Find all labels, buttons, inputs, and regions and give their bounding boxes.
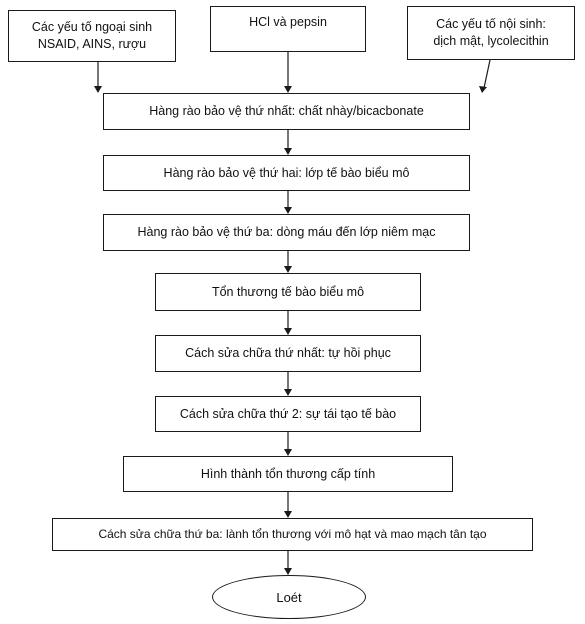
arrow-second-repair-to-acute-lesion (284, 432, 292, 456)
acid-pepsin-box: HCl và pepsin (210, 6, 366, 52)
third-repair-label: Cách sửa chữa thứ ba: lành tổn thương vớ… (98, 527, 487, 542)
second-repair-box: Cách sửa chữa thứ 2: sự tái tạo tế bào (155, 396, 421, 432)
arrow-acute-lesion-to-third-repair (284, 492, 292, 518)
ulcer-label: Loét (276, 589, 302, 605)
first-repair-label: Cách sửa chữa thứ nhất: tự hồi phục (185, 346, 391, 361)
ulcer-oval: Loét (212, 575, 366, 619)
arrow-third-repair-to-ulcer (284, 551, 292, 575)
arrow-first-to-second-repair (284, 372, 292, 396)
acid-pepsin-label: HCl và pepsin (249, 15, 327, 29)
epithelial-injury-label: Tổn thương tế bào biểu mô (211, 284, 365, 299)
arrow-second-to-third-barrier (284, 191, 292, 214)
exogenous-factors-list: NSAID, AINS, rượu (37, 37, 147, 51)
arrow-first-to-second-barrier (284, 130, 292, 155)
endogenous-factors-list: dịch mật, lycolecithin (433, 34, 549, 48)
first-barrier-label: Hàng rào bảo vệ thứ nhất: chất nhày/bica… (149, 104, 424, 119)
endogenous-factors-title: Các yếu tố nội sinh: (436, 17, 546, 32)
first-repair-box: Cách sửa chữa thứ nhất: tự hồi phục (155, 335, 421, 372)
second-barrier-label: Hàng rào bảo vệ thứ hai: lớp tế bào biểu… (163, 165, 410, 180)
endogenous-factors-box: Các yếu tố nội sinh: dịch mật, lycolecit… (407, 6, 575, 60)
arrow-acid-to-first-barrier (284, 52, 292, 93)
third-barrier-box: Hàng rào bảo vệ thứ ba: dòng máu đến lớp… (103, 214, 470, 251)
exogenous-factors-title: Các yếu tố ngoại sinh (31, 20, 153, 35)
arrow-exogenous-to-first-barrier (94, 62, 102, 93)
arrow-third-barrier-to-injury (284, 251, 292, 273)
second-barrier-box: Hàng rào bảo vệ thứ hai: lớp tế bào biểu… (103, 155, 470, 191)
exogenous-factors-box: Các yếu tố ngoại sinh NSAID, AINS, rượu (8, 10, 176, 62)
epithelial-injury-box: Tổn thương tế bào biểu mô (155, 273, 421, 311)
third-barrier-label: Hàng rào bảo vệ thứ ba: dòng máu đến lớp… (137, 225, 436, 240)
third-repair-box: Cách sửa chữa thứ ba: lành tổn thương vớ… (52, 518, 533, 551)
arrow-injury-to-first-repair (284, 311, 292, 335)
second-repair-label: Cách sửa chữa thứ 2: sự tái tạo tế bào (179, 406, 397, 421)
arrow-endogenous-to-first-barrier (479, 59, 491, 93)
first-barrier-box: Hàng rào bảo vệ thứ nhất: chất nhày/bica… (103, 93, 470, 130)
acute-lesion-label: Hình thành tổn thương cấp tính (200, 466, 376, 481)
acute-lesion-box: Hình thành tổn thương cấp tính (123, 456, 453, 492)
